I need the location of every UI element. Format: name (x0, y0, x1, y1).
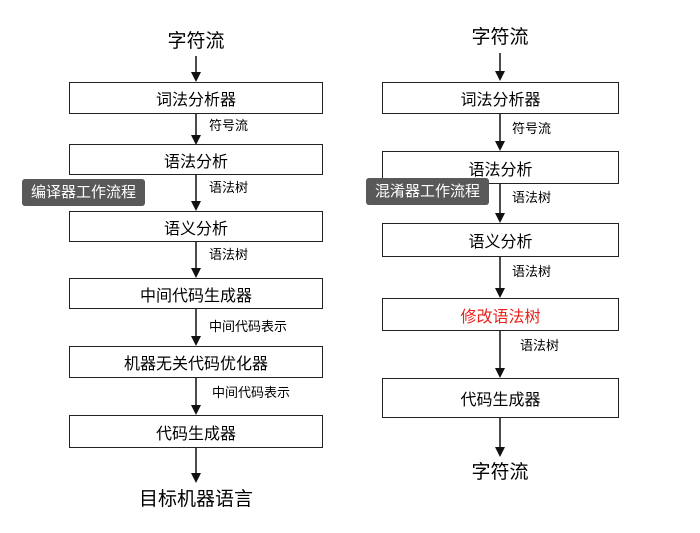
left-step-label: 中间代码生成器 (139, 285, 252, 305)
left-edge-label-3: 中间代码表示 (209, 320, 288, 335)
right-step-codegen: 代码生成器 (382, 378, 619, 418)
left-step-label: 代码生成器 (155, 423, 236, 443)
left-step-label: 词法分析器 (155, 90, 236, 109)
left-step-label: 机器无关代码优化器 (123, 354, 268, 373)
right-step-semantic: 语义分析 (382, 223, 619, 257)
right-step-label: 语法分析 (468, 159, 533, 179)
left-edge-label-1: 语法树 (209, 181, 249, 196)
left-edge-label-0: 符号流 (209, 119, 249, 134)
left-step-semantic: 语义分析 (69, 211, 323, 242)
compiler-flow-tag: 编译器工作流程 (22, 179, 146, 206)
right-step-label: 词法分析器 (460, 90, 541, 109)
right-step-label: 修改语法树 (460, 306, 541, 326)
right-step-label: 语义分析 (468, 232, 533, 251)
left-step-codegen: 代码生成器 (69, 415, 323, 448)
left-step-parser: 语法分析 (69, 144, 323, 175)
right-step-label: 代码生成器 (460, 390, 541, 409)
right-edge-label-2: 语法树 (512, 265, 552, 280)
left-step-lexer: 词法分析器 (69, 82, 323, 114)
right-step-modify-ast: 修改语法树 (382, 298, 619, 331)
left-end-label: 目标机器语言 (138, 488, 253, 510)
right-step-lexer: 词法分析器 (382, 82, 619, 114)
right-edge-label-3: 语法树 (520, 339, 560, 354)
left-step-optimizer: 机器无关代码优化器 (69, 346, 323, 378)
left-step-ir-generator: 中间代码生成器 (69, 278, 323, 309)
right-end-label: 字符流 (471, 461, 529, 483)
right-edge-label-0: 符号流 (512, 122, 552, 137)
left-edge-label-2: 语法树 (209, 248, 249, 263)
obfuscator-flow-tag: 混淆器工作流程 (366, 178, 490, 205)
right-start-label: 字符流 (471, 26, 529, 48)
left-start-label: 字符流 (167, 30, 225, 52)
left-step-label: 语义分析 (163, 218, 228, 238)
right-edge-label-1: 语法树 (512, 191, 552, 206)
left-step-label: 语法分析 (163, 151, 228, 171)
left-edge-label-4: 中间代码表示 (212, 386, 291, 401)
